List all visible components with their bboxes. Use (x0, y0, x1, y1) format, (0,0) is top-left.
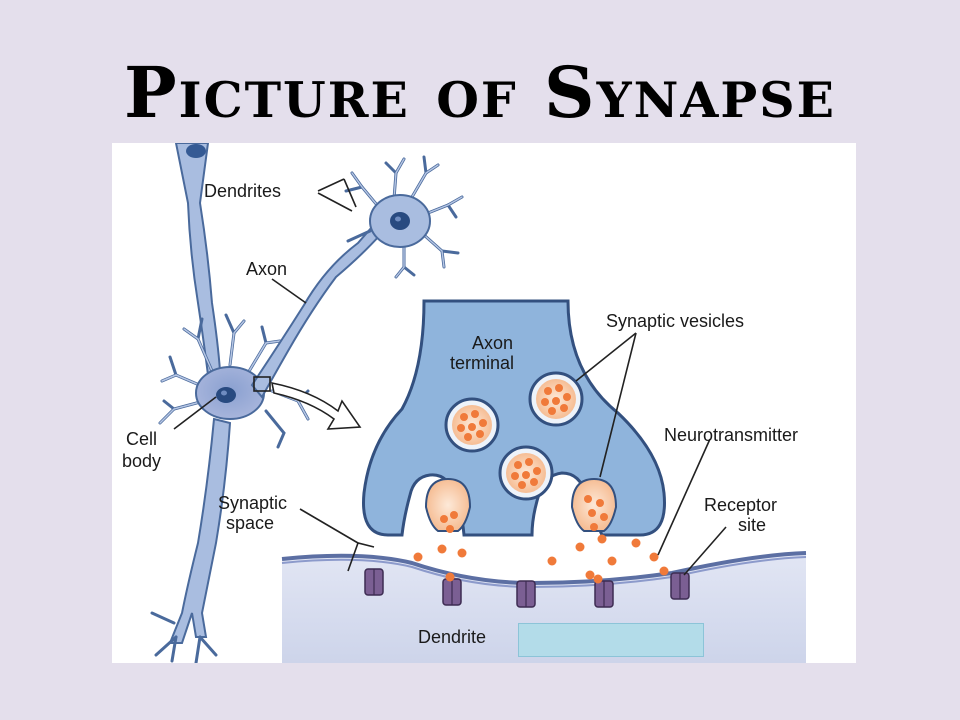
leader-lines (173, 178, 727, 576)
label-receptor-site-line1: Receptor (704, 495, 777, 515)
synapse-diagram: Dendrites Axon Cell body Synaptic space … (112, 143, 856, 663)
label-synaptic-space-line2: space (226, 513, 274, 533)
label-dendrite: Dendrite (418, 627, 486, 647)
slide-title: Picture of Synapse (124, 51, 836, 134)
label-neurotransmitter: Neurotransmitter (664, 425, 798, 445)
synapse-illustration: Dendrites Axon Cell body Synaptic space … (122, 143, 807, 663)
label-cell-body-line1: Cell (126, 429, 157, 449)
receptor-sites (364, 568, 690, 608)
neurotransmitter-molecules (413, 534, 669, 584)
label-axon-terminal-line1: Axon (472, 333, 513, 353)
label-dendrites: Dendrites (204, 181, 281, 201)
zoom-box (253, 376, 271, 392)
cell-body-nucleus (216, 387, 236, 403)
label-axon-terminal-line2: terminal (450, 353, 514, 373)
upper-neuron (344, 155, 464, 279)
label-receptor-site-line2: site (738, 515, 766, 535)
zoom-arrow (270, 381, 362, 430)
synaptic-vesicles (424, 371, 618, 533)
label-synaptic-vesicles: Synaptic vesicles (606, 311, 744, 331)
axon-terminal (362, 299, 666, 537)
label-cover-box (518, 623, 704, 657)
axon (250, 225, 382, 399)
label-cell-body-line2: body (122, 451, 161, 471)
label-synaptic-space-line1: Synaptic (218, 493, 287, 513)
label-axon: Axon (246, 259, 287, 279)
